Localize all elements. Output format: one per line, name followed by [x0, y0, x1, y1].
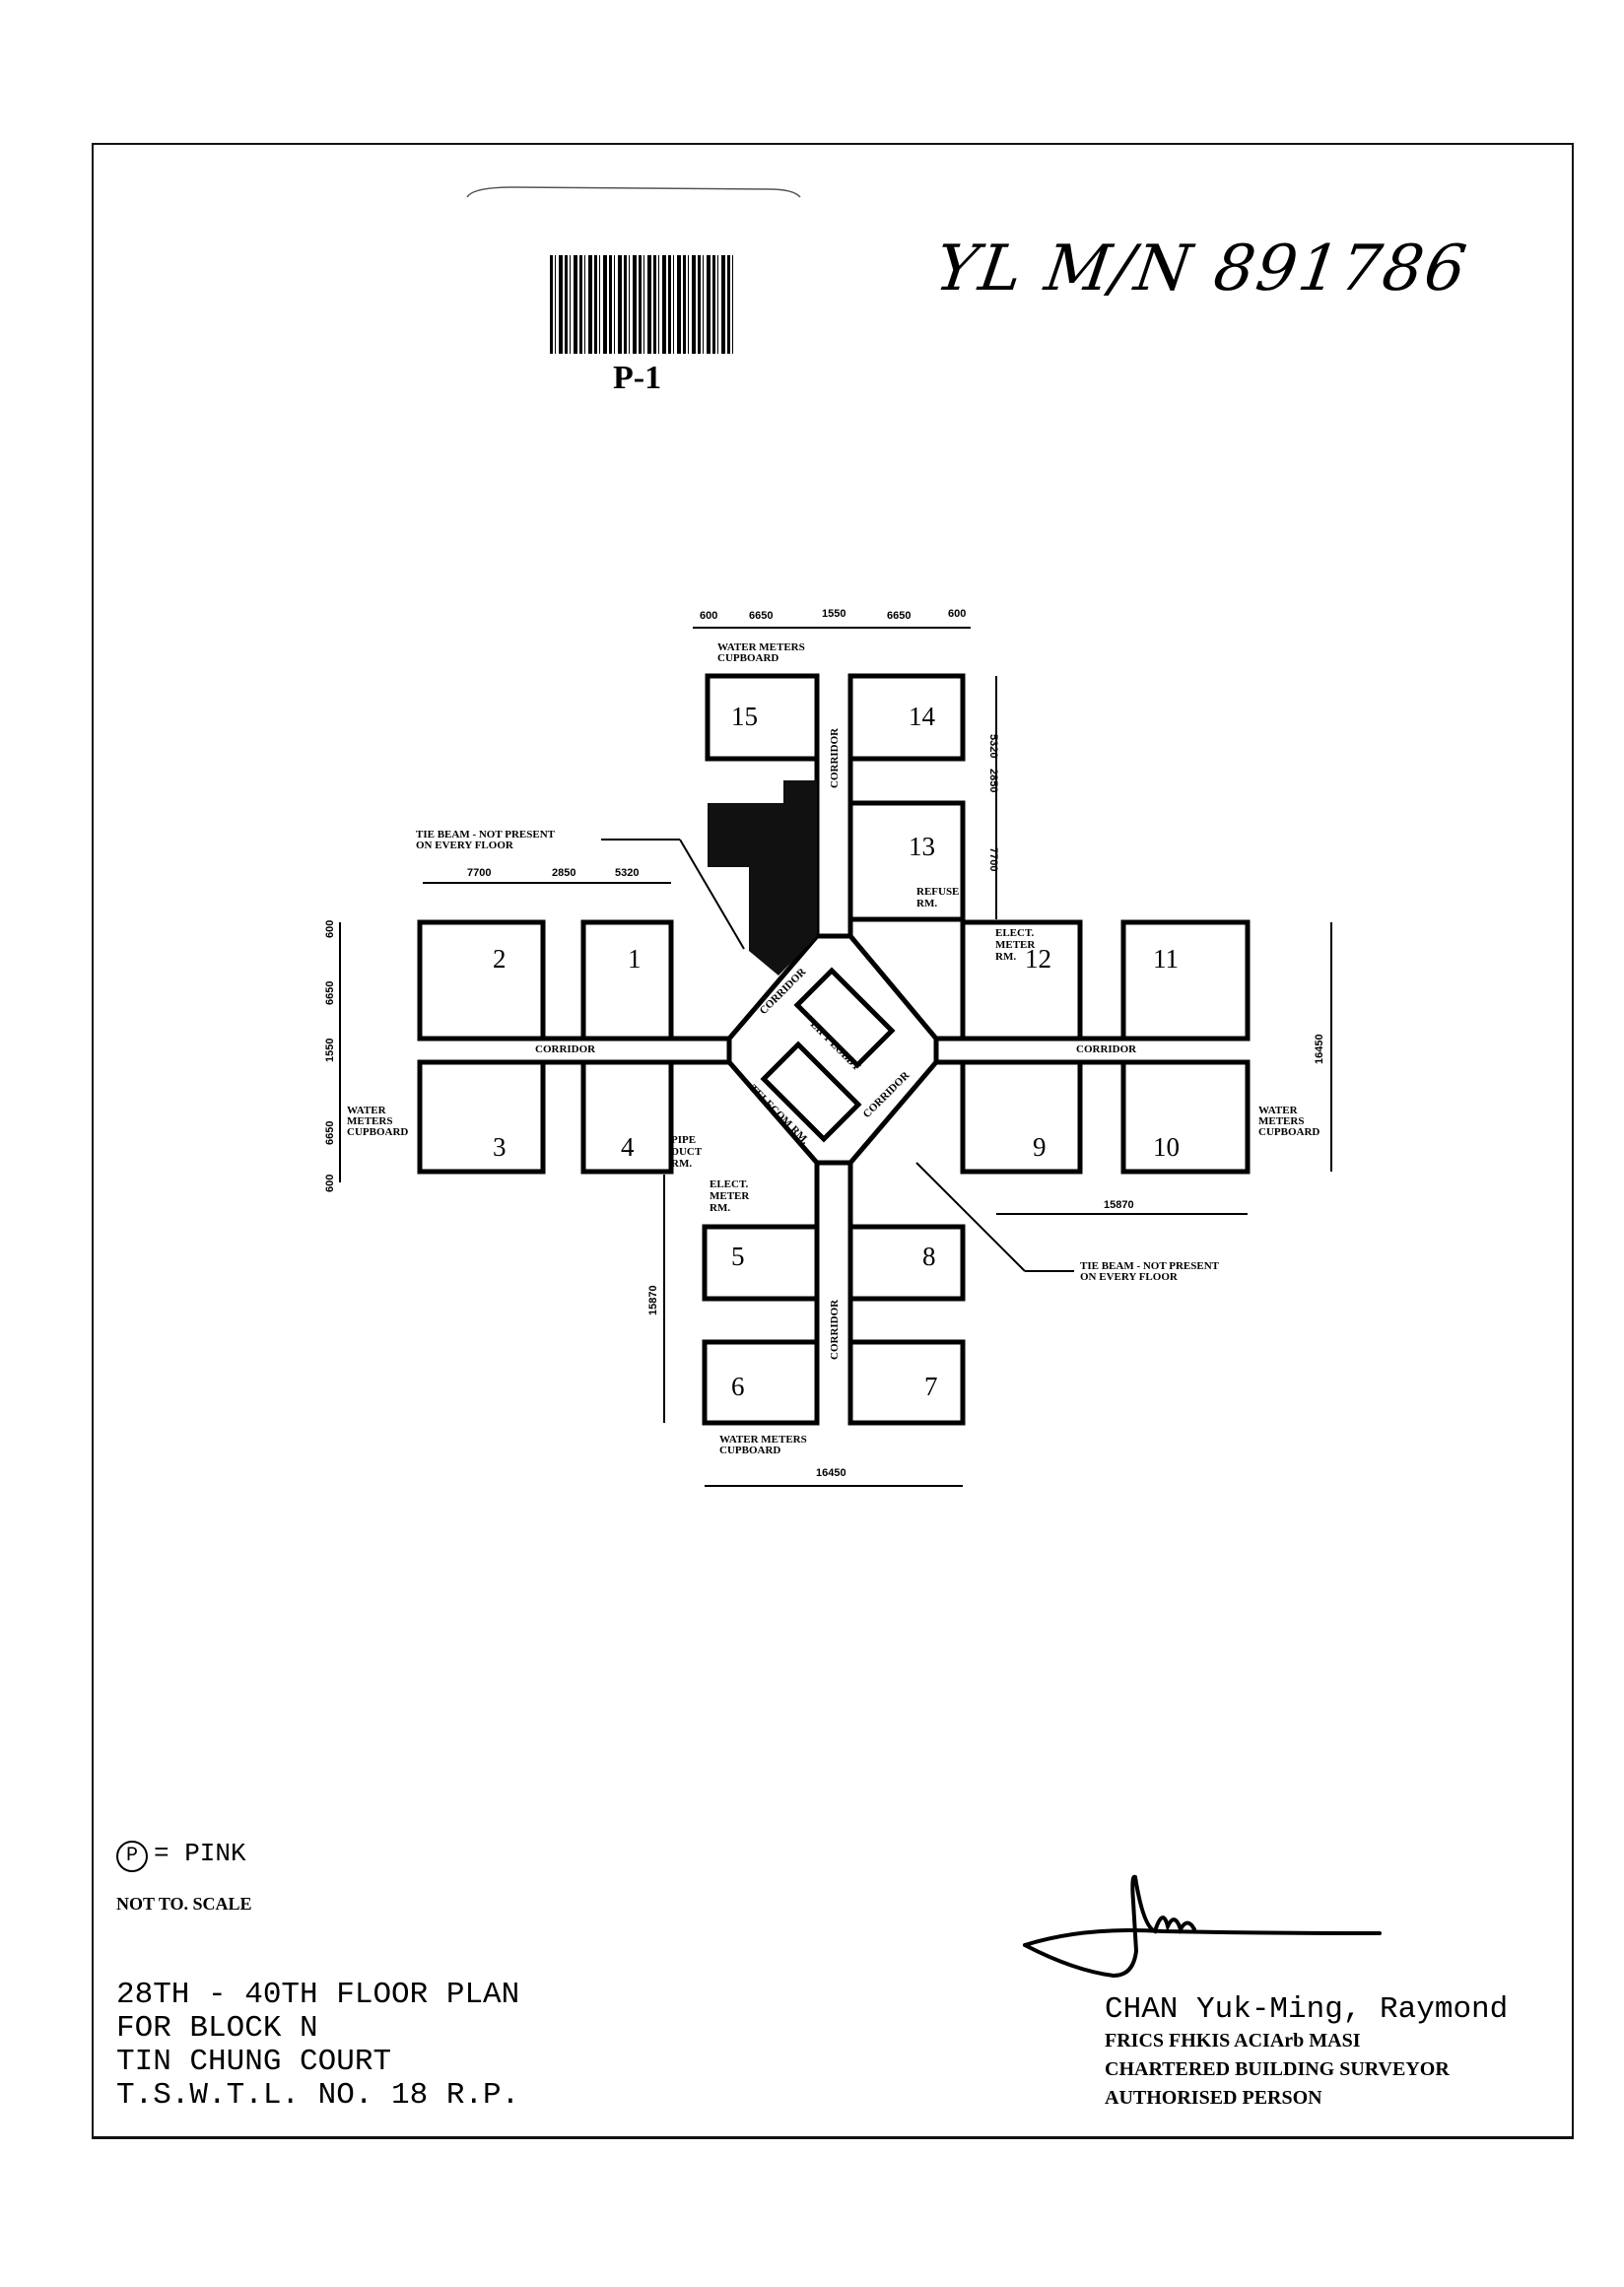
dimension-label: 6650 — [887, 610, 911, 622]
dimension-label: 600 — [324, 1175, 336, 1192]
water-meters-label: CUPBOARD — [717, 652, 778, 664]
ap-role: CHARTERED BUILDING SURVEYOR — [1105, 2058, 1450, 2080]
corridor-label: CORRIDOR — [829, 727, 841, 788]
dimension-label: 6650 — [324, 981, 336, 1005]
dimension-label: 1550 — [822, 608, 846, 620]
corridor-label: CORRIDOR — [1076, 1043, 1137, 1055]
unit-number: 8 — [922, 1242, 936, 1271]
unit-number: 9 — [1033, 1132, 1047, 1162]
unit-number: 7 — [924, 1372, 938, 1401]
elect-meter-label: ELECT. — [710, 1178, 748, 1190]
pipe-duct-label: DUCT — [671, 1146, 703, 1158]
scale-note: NOT TO. SCALE — [116, 1894, 252, 1914]
water-meters-label: WATER METERS — [717, 641, 805, 653]
tie-beam-note: ON EVERY FLOOR — [1080, 1271, 1179, 1283]
corridor-label: CORRIDOR — [535, 1043, 596, 1055]
unit-number: 5 — [731, 1242, 745, 1271]
water-meters-label: METERS — [1258, 1115, 1304, 1127]
pipe-duct-label: RM. — [671, 1158, 692, 1170]
water-meters-label: WATER — [1258, 1105, 1299, 1116]
dimension-label: 5320 — [987, 734, 999, 758]
water-meters-label: WATER — [347, 1105, 387, 1116]
refuse-room-label: REFUSE — [916, 886, 959, 898]
elect-meter-label: RM. — [710, 1202, 730, 1214]
unit-number: 12 — [1025, 944, 1051, 974]
unit-number: 14 — [909, 702, 936, 731]
dimension-label: 16450 — [816, 1467, 846, 1479]
dimension-label: 600 — [324, 920, 336, 938]
unit-number: 2 — [493, 944, 507, 974]
legend-text: = PINK — [154, 1839, 246, 1868]
barcode-label: P-1 — [613, 360, 662, 396]
drawing-frame — [92, 143, 1574, 2139]
dimension-label: 600 — [948, 608, 966, 620]
title-line: 28TH - 40TH FLOOR PLAN — [116, 1978, 520, 2012]
elect-meter-label: METER — [710, 1190, 750, 1202]
dimension-label: 1550 — [324, 1039, 336, 1062]
water-meters-label: WATER METERS — [719, 1434, 807, 1446]
dimension-label: 600 — [700, 610, 717, 622]
unit-number: 15 — [731, 702, 758, 731]
unit-number: 4 — [621, 1132, 635, 1162]
dimension-label: 6650 — [749, 610, 773, 622]
tie-beam-note: TIE BEAM - NOT PRESENT — [1080, 1260, 1220, 1272]
ap-role: AUTHORISED PERSON — [1105, 2087, 1322, 2109]
water-meters-label: CUPBOARD — [1258, 1126, 1320, 1138]
barcode — [550, 255, 733, 354]
tie-beam-note: TIE BEAM - NOT PRESENT — [416, 829, 556, 841]
refuse-room-label: RM. — [916, 898, 937, 909]
unit-number: 10 — [1153, 1132, 1180, 1162]
corridor-label: CORRIDOR — [829, 1299, 841, 1360]
authorised-person-block: CHAN Yuk-Ming, Raymond FRICS FHKIS ACIAr… — [1105, 1992, 1508, 2113]
dimension-label: 5320 — [615, 867, 639, 879]
walls — [417, 673, 1251, 1426]
dimension-label: 15870 — [647, 1285, 659, 1315]
dimension-label: 2850 — [987, 769, 999, 792]
dimension-label: 16450 — [1314, 1034, 1325, 1064]
title-line: TIN CHUNG COURT — [116, 2045, 392, 2079]
unit-number: 6 — [731, 1372, 745, 1401]
pipe-duct-label: PIPE — [671, 1134, 696, 1146]
title-line: T.S.W.T.L. NO. 18 R.P. — [116, 2078, 520, 2113]
elect-meter-label: METER — [995, 939, 1036, 951]
arc-mark — [466, 186, 801, 198]
dimension-label: 15870 — [1104, 1199, 1134, 1211]
corridor-label: CORRIDOR — [861, 1069, 913, 1120]
unit-number: 13 — [909, 832, 935, 861]
water-meters-label: METERS — [347, 1115, 392, 1127]
legend: P= PINK — [116, 1839, 246, 1872]
pink-symbol-icon: P — [116, 1841, 148, 1872]
title-block: 28TH - 40TH FLOOR PLAN FOR BLOCK N TIN C… — [116, 1979, 519, 2113]
tie-beam-hatch — [708, 780, 817, 975]
unit-number: 1 — [628, 944, 642, 974]
title-line: FOR BLOCK N — [116, 2011, 318, 2046]
water-meters-label: CUPBOARD — [347, 1126, 408, 1138]
dimension-label: 7700 — [987, 847, 999, 871]
elect-meter-label: RM. — [995, 951, 1016, 963]
elect-meter-label: ELECT. — [995, 927, 1034, 939]
signature — [1023, 1874, 1382, 1979]
water-meters-label: CUPBOARD — [719, 1445, 780, 1456]
tie-beam-note: ON EVERY FLOOR — [416, 840, 514, 851]
dimension-label: 2850 — [552, 867, 575, 879]
unit-number: 11 — [1153, 944, 1179, 974]
dimension-lines — [339, 627, 1332, 1487]
ap-qualifications: FRICS FHKIS ACIArb MASI — [1105, 2030, 1361, 2052]
unit-number: 3 — [493, 1132, 507, 1162]
dimension-label: 6650 — [324, 1121, 336, 1145]
dimension-label: 7700 — [467, 867, 491, 879]
ap-name: CHAN Yuk-Ming, Raymond — [1105, 1992, 1509, 2027]
